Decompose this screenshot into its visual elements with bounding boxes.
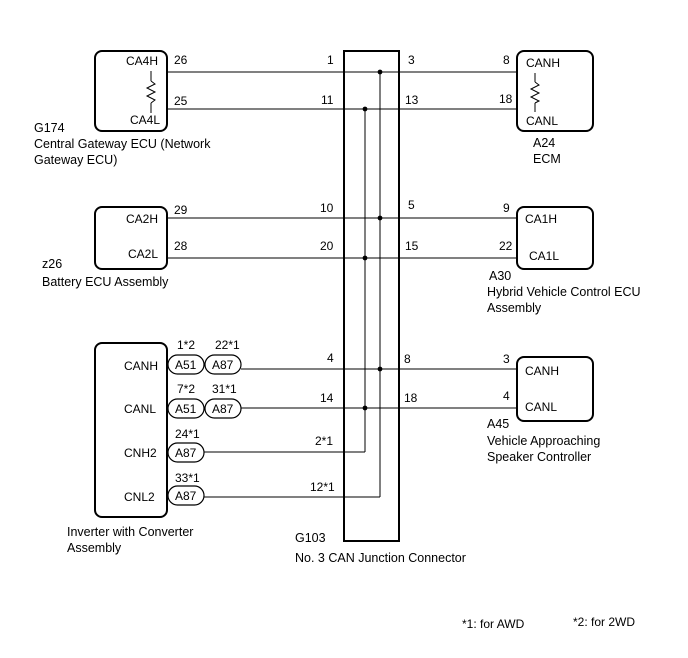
- junction-pin-left: 1: [327, 53, 334, 67]
- speaker-controller-box: [516, 356, 594, 422]
- speaker-pin-hi: CANH: [525, 364, 559, 378]
- junction-pin-left: 14: [320, 391, 334, 405]
- junction-pin-left: 4: [327, 351, 334, 365]
- ecm-pin-hi: CANH: [526, 56, 560, 70]
- connector-a51: [167, 398, 205, 419]
- connector-a87-label: A87: [212, 358, 234, 372]
- gateway-name-line2: Gateway ECU): [34, 153, 117, 167]
- note-2wd: *2: for 2WD: [573, 615, 635, 629]
- connector-a51-label: A51: [175, 402, 197, 416]
- connector-pin-number: 33*1: [175, 471, 200, 485]
- battery-pin-lo-number: 28: [174, 239, 188, 253]
- splice-node: [377, 69, 383, 75]
- splice-node: [377, 215, 383, 221]
- gateway-id: G174: [34, 121, 65, 135]
- speaker-pin-lo: CANL: [525, 400, 557, 414]
- battery-pin-lo: CA2L: [128, 247, 158, 261]
- inverter-name-line1: Inverter with Converter: [67, 525, 193, 539]
- connector-a51-label: A51: [175, 358, 197, 372]
- connector-a87: [167, 485, 205, 506]
- junction-pin-left: 10: [320, 201, 334, 215]
- hybrid-ecu-box: [516, 206, 594, 270]
- speaker-id: A45: [487, 417, 509, 431]
- connector-a87-label: A87: [212, 402, 234, 416]
- gateway-name-line1: Central Gateway ECU (Network: [34, 137, 211, 151]
- hybrid-name-line1: Hybrid Vehicle Control ECU: [487, 285, 641, 299]
- connector-a87-label: A87: [175, 489, 197, 503]
- junction-pin-left: 20: [320, 239, 334, 253]
- speaker-pin-lo-number: 4: [503, 389, 510, 403]
- ecm-pin-lo: CANL: [526, 114, 558, 128]
- battery-id: z26: [42, 257, 62, 271]
- hybrid-pin-lo-number: 22: [499, 239, 513, 253]
- ecm-resistor-icon: [529, 81, 541, 104]
- ecm-pin-hi-number: 8: [503, 53, 510, 67]
- splice-node: [362, 255, 368, 261]
- inverter-box: [94, 342, 168, 518]
- inverter-pin-cnh2: CNH2: [124, 446, 157, 460]
- note-awd: *1: for AWD: [462, 617, 525, 631]
- connector-pin-number: 22*1: [215, 338, 240, 352]
- junction-id: G103: [295, 531, 326, 545]
- gateway-pin-hi-number: 26: [174, 53, 188, 67]
- junction-pin-left: 12*1: [310, 480, 335, 494]
- gateway-pin-hi: CA4H: [126, 54, 158, 68]
- ecm-pin-lo-number: 18: [499, 92, 513, 106]
- junction-pin-right: 18: [404, 391, 418, 405]
- gateway-pin-lo-number: 25: [174, 94, 188, 108]
- battery-name: Battery ECU Assembly: [42, 275, 169, 289]
- splice-node: [362, 405, 368, 411]
- ecm-id: A24: [533, 136, 555, 150]
- inverter-pin-cnl2: CNL2: [124, 490, 155, 504]
- ecm-name: ECM: [533, 152, 561, 166]
- junction-pin-left: 2*1: [315, 434, 333, 448]
- connector-pin-number: 1*2: [177, 338, 195, 352]
- junction-pin-right: 8: [404, 352, 411, 366]
- battery-pin-hi: CA2H: [126, 212, 158, 226]
- speaker-name-line2: Speaker Controller: [487, 450, 591, 464]
- hybrid-name-line2: Assembly: [487, 301, 542, 315]
- speaker-pin-hi-number: 3: [503, 352, 510, 366]
- ecm-box: [516, 50, 594, 132]
- hybrid-pin-lo: CA1L: [529, 249, 559, 263]
- gateway-ecu-box: [94, 50, 168, 132]
- splice-node: [362, 106, 368, 112]
- hybrid-pin-hi: CA1H: [525, 212, 557, 226]
- inverter-pin-canl: CANL: [124, 402, 156, 416]
- connector-a87: [204, 354, 242, 375]
- gateway-pin-lo: CA4L: [130, 113, 160, 127]
- inverter-name-line2: Assembly: [67, 541, 122, 555]
- hybrid-id: A30: [489, 269, 511, 283]
- hybrid-pin-hi-number: 9: [503, 201, 510, 215]
- gateway-resistor-icon: [145, 80, 157, 104]
- connector-pin-number: 7*2: [177, 382, 195, 396]
- connector-a51: [167, 354, 205, 375]
- connector-a87-label: A87: [175, 446, 197, 460]
- splice-node: [377, 366, 383, 372]
- connector-pin-number: 24*1: [175, 427, 200, 441]
- battery-pin-hi-number: 29: [174, 203, 188, 217]
- junction-pin-right: 15: [405, 239, 419, 253]
- junction-name: No. 3 CAN Junction Connector: [295, 551, 466, 565]
- junction-pin-right: 5: [408, 198, 415, 212]
- junction-connector-box: [343, 50, 400, 542]
- junction-pin-right: 13: [405, 93, 419, 107]
- inverter-pin-canh: CANH: [124, 359, 158, 373]
- connector-pin-number: 31*1: [212, 382, 237, 396]
- junction-pin-left: 11: [321, 93, 334, 107]
- speaker-name-line1: Vehicle Approaching: [487, 434, 600, 448]
- junction-pin-right: 3: [408, 53, 415, 67]
- battery-ecu-box: [94, 206, 168, 270]
